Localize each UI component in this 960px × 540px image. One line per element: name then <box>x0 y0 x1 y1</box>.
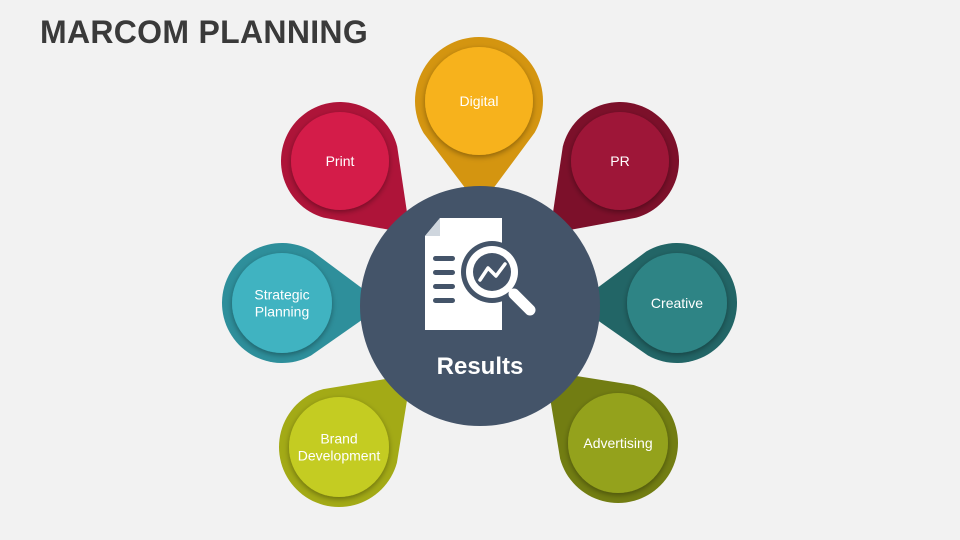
center-label: Results <box>437 353 524 380</box>
node-circle <box>291 112 389 210</box>
node-creative: Creative <box>575 243 738 363</box>
node-label: Development <box>298 448 381 464</box>
node-circle <box>425 47 533 155</box>
node-circle <box>568 393 668 493</box>
node-print: Print <box>281 101 411 234</box>
node-circle <box>571 112 669 210</box>
node-label: Planning <box>255 304 310 320</box>
node-label: Creative <box>651 295 703 311</box>
document-analytics-icon <box>425 218 536 330</box>
node-advertising: Advertising <box>545 371 678 503</box>
center-results-node: Results <box>360 186 600 426</box>
node-label: Digital <box>460 93 499 109</box>
node-label: Advertising <box>583 435 652 451</box>
node-circle <box>289 397 389 497</box>
node-label: Brand <box>320 431 357 447</box>
node-label: PR <box>610 153 629 169</box>
node-circle <box>627 253 727 353</box>
node-digital: Digital <box>415 37 543 207</box>
slide-title: MARCOM PLANNING <box>40 14 369 50</box>
node-pr: PR <box>549 101 679 234</box>
node-label: Strategic <box>254 287 309 303</box>
node-circle <box>232 253 332 353</box>
node-label: Print <box>326 153 355 169</box>
